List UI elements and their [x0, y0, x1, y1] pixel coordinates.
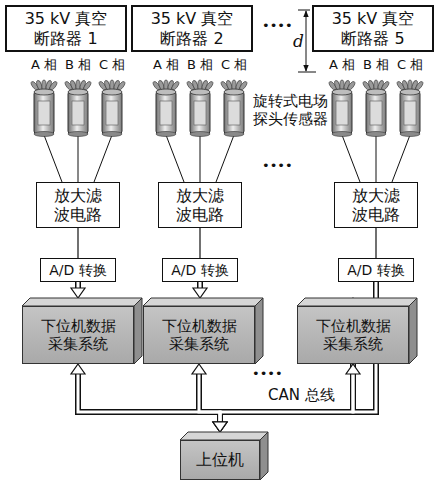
node-text: 下位机数据 采集系统 — [38, 317, 119, 353]
signal-line — [375, 228, 376, 258]
phase-label: B 相 — [363, 57, 389, 73]
signal-line — [199, 228, 200, 258]
amplifier-filter-box: 放大滤 波电路 — [36, 182, 120, 228]
arrow-head — [213, 422, 227, 432]
ellipsis-dots: •••• — [262, 158, 293, 174]
node-text: 35 kV 真空 断路器 1 — [21, 9, 111, 47]
field-sensor — [362, 80, 390, 182]
slave-acquisition-box: 下位机数据 采集系统 — [297, 306, 409, 364]
arrow-head — [71, 288, 85, 298]
arrow-head — [213, 422, 227, 432]
arrow-head — [213, 422, 227, 432]
phase-label: C 相 — [221, 57, 247, 73]
node-text: 上位机 — [196, 450, 244, 469]
host-computer-box: 上位机 — [180, 440, 260, 480]
phase-label: C 相 — [99, 57, 125, 73]
phase-label: A 相 — [329, 57, 355, 73]
signal-line — [77, 228, 78, 258]
phase-label: C 相 — [397, 57, 423, 73]
hollow-arrow-fill — [220, 373, 353, 423]
field-sensor — [152, 80, 184, 182]
phase-label: A 相 — [153, 57, 179, 73]
arrow-head — [71, 364, 85, 374]
hollow-arrow — [199, 373, 220, 423]
breaker-box: 35 kV 真空 断路器 5 — [312, 5, 434, 52]
arrow-head — [193, 288, 207, 298]
node-text: 35 kV 真空 断路器 2 — [147, 9, 237, 47]
node-text: 下位机数据 采集系统 — [159, 317, 240, 353]
field-sensor — [216, 80, 248, 182]
node-text: 放大滤 波电路 — [350, 186, 403, 224]
ad-converter-box: A/D 转换 — [338, 258, 414, 282]
ellipsis-dots: •••• — [252, 366, 283, 382]
amplifier-filter-box: 放大滤 波电路 — [158, 182, 242, 228]
sensor-label: 旋转式电场 探头传感器 — [251, 92, 329, 128]
ad-converter-box: A/D 转换 — [40, 258, 116, 282]
node-text: A/D 转换 — [347, 262, 405, 279]
node-text: A/D 转换 — [171, 262, 229, 279]
hollow-arrow — [220, 373, 353, 423]
field-sensor — [94, 80, 126, 182]
phase-label: A 相 — [31, 57, 57, 73]
hollow-arrow — [78, 373, 220, 423]
breaker-box: 35 kV 真空 断路器 2 — [131, 5, 253, 52]
bus-label: CAN 总线 — [268, 386, 335, 404]
ad-converter-box: A/D 转换 — [162, 258, 238, 282]
breaker-box: 35 kV 真空 断路器 1 — [5, 5, 127, 52]
node-text: A/D 转换 — [49, 262, 107, 279]
arrow-head — [192, 364, 206, 374]
field-sensor — [186, 80, 214, 182]
amplifier-filter-box: 放大滤 波电路 — [334, 182, 418, 228]
phase-label: B 相 — [187, 57, 213, 73]
node-text: 35 kV 真空 断路器 5 — [328, 9, 418, 47]
field-sensor — [30, 80, 62, 182]
slave-acquisition-box: 下位机数据 采集系统 — [143, 306, 255, 364]
field-sensor — [328, 80, 360, 182]
arrow-head — [346, 364, 360, 374]
node-text: 放大滤 波电路 — [52, 186, 105, 224]
hollow-arrow-fill — [78, 373, 220, 423]
node-text: 下位机数据 采集系统 — [313, 317, 394, 353]
node-text: 放大滤 波电路 — [174, 186, 227, 224]
dimension-label: d — [293, 31, 304, 51]
field-sensor — [64, 80, 92, 182]
field-sensor — [392, 80, 424, 182]
hollow-arrow-fill — [199, 373, 220, 423]
phase-label: B 相 — [65, 57, 91, 73]
slave-acquisition-box: 下位机数据 采集系统 — [22, 306, 134, 364]
ellipsis-dots: •••• — [262, 18, 293, 34]
